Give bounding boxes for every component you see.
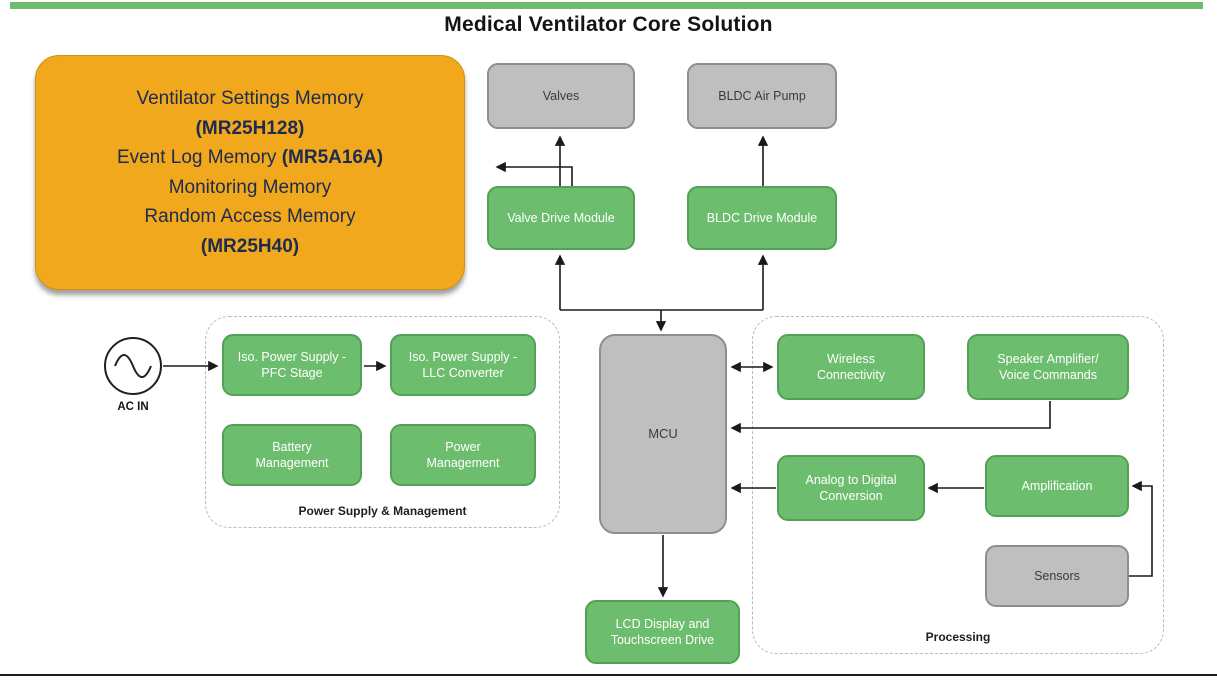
- processing-group: Processing: [752, 316, 1164, 654]
- node-label-line: Wireless: [827, 352, 875, 366]
- ac-sine-icon: [114, 354, 152, 378]
- node-iso-power-pfc: Iso. Power Supply - PFC Stage: [222, 334, 362, 396]
- node-label-line: Speaker Amplifier/: [997, 352, 1099, 366]
- node-label-line: Analog to Digital: [805, 473, 897, 487]
- power-supply-group-label: Power Supply & Management: [298, 504, 467, 518]
- processing-group-label: Processing: [925, 630, 991, 644]
- node-analog-digital-conversion: Analog to Digital Conversion: [777, 455, 925, 521]
- node-label-line: LCD Display and: [615, 617, 710, 631]
- memory-line-2: (MR25H128): [195, 117, 305, 139]
- node-label-line: Iso. Power Supply -: [237, 350, 347, 364]
- bottom-border-line: [0, 674, 1217, 676]
- node-speaker-amplifier: Speaker Amplifier/ Voice Commands: [967, 334, 1129, 400]
- node-iso-power-llc: Iso. Power Supply - LLC Converter: [390, 334, 536, 396]
- node-label-line: PFC Stage: [261, 366, 323, 380]
- memory-line-5: Random Access Memory: [144, 206, 356, 227]
- memory-line-3-part: (MR5A16A): [281, 147, 384, 168]
- node-label-line: Voice Commands: [999, 368, 1097, 382]
- node-valve-drive-module: Valve Drive Module: [487, 186, 635, 250]
- node-label-line: Battery: [272, 440, 312, 454]
- node-label-line: Touchscreen Drive: [610, 633, 715, 647]
- node-bldc-air-pump: BLDC Air Pump: [687, 63, 837, 129]
- arrow-to-memory-callout: [495, 161, 573, 186]
- node-label-line: Conversion: [819, 489, 883, 503]
- node-mcu: MCU: [599, 334, 727, 534]
- node-power-management: Power Management: [390, 424, 536, 486]
- node-lcd-touchscreen: LCD Display and Touchscreen Drive: [585, 600, 740, 664]
- node-label-line: Iso. Power Supply -: [408, 350, 518, 364]
- node-label-line: Power: [445, 440, 481, 454]
- power-supply-group: Power Supply & Management: [205, 316, 560, 528]
- memory-line-1: Ventilator Settings Memory: [136, 88, 364, 109]
- node-label-line: Connectivity: [816, 368, 886, 382]
- memory-line-3-text: Event Log Memory: [116, 147, 282, 168]
- node-label-line: Management: [426, 456, 500, 470]
- memory-line-4: Monitoring Memory: [168, 176, 332, 198]
- ac-in-label: AC IN: [117, 401, 149, 413]
- node-valves: Valves: [487, 63, 635, 129]
- node-bldc-drive-module: BLDC Drive Module: [687, 186, 837, 250]
- diagram-title: Medical Ventilator Core Solution: [444, 13, 773, 36]
- node-battery-management: Battery Management: [222, 424, 362, 486]
- memory-line-6: (MR25H40): [200, 235, 300, 257]
- node-sensors: Sensors: [985, 545, 1129, 607]
- memory-line-3: Event Log Memory (MR5A16A): [117, 143, 383, 173]
- node-label-line: LLC Converter: [422, 366, 504, 380]
- node-amplification: Amplification: [985, 455, 1129, 517]
- ac-source-symbol: [104, 337, 162, 395]
- top-green-bar: [10, 2, 1203, 9]
- node-label-line: Management: [255, 456, 329, 470]
- memory-callout: Ventilator Settings Memory (MR25H128) Ev…: [35, 55, 465, 290]
- node-wireless-connectivity: Wireless Connectivity: [777, 334, 925, 400]
